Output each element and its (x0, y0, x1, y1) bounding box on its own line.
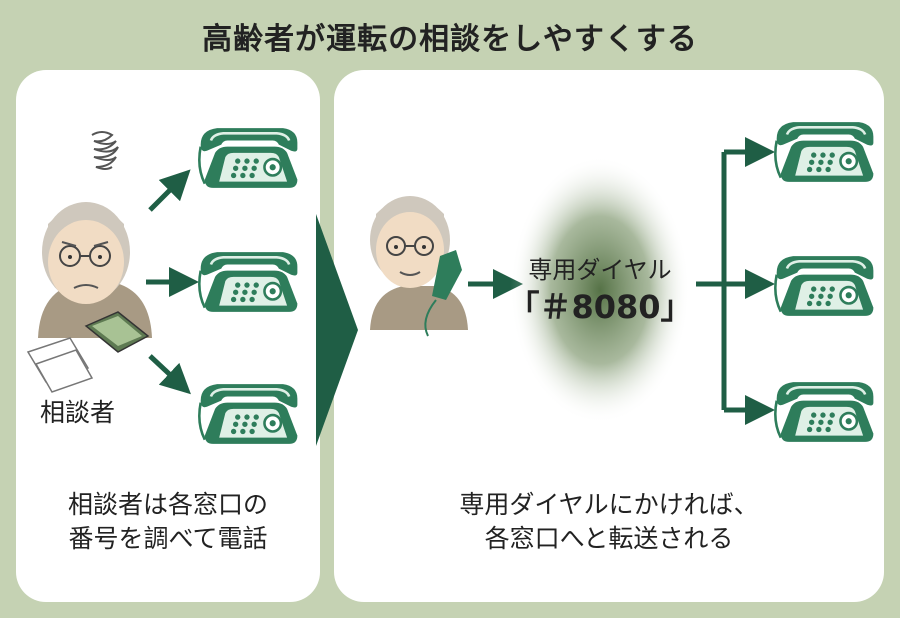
dial-number: 「＃8080」 (507, 288, 693, 326)
branch-arrows-icon (696, 137, 775, 425)
consultant-label: 相談者 (40, 398, 116, 427)
telephone-icon (774, 254, 875, 318)
right-caption-line: 各窓口へと転送される (484, 524, 734, 553)
left-caption-line: 番号を調べて電話 (68, 524, 268, 553)
telephone-icon (774, 120, 875, 184)
elderly-person-icon (38, 202, 152, 338)
worried-swirl-icon (91, 131, 119, 170)
diagram-title: 高齢者が運転の相談をしやすくする (202, 22, 698, 57)
left-caption-line: 相談者は各窓口の (67, 490, 268, 519)
transition-arrow-icon (316, 214, 358, 446)
arrow-icon (146, 169, 199, 395)
elderly-person-icon (370, 196, 468, 337)
right-caption-line: 専用ダイヤルにかければ、 (459, 490, 759, 519)
left-caption: 相談者は各窓口の 番号を調べて電話 (16, 488, 320, 556)
booklet-icon (84, 311, 150, 353)
telephone-icon (198, 382, 299, 446)
right-caption: 専用ダイヤルにかければ、 各窓口へと転送される (334, 488, 884, 556)
dedicated-dial-label: 専用ダイヤル (528, 256, 672, 284)
dial-glow (510, 156, 690, 424)
telephone-icon (198, 250, 299, 314)
telephone-icon (774, 380, 875, 444)
telephone-icon (198, 126, 299, 190)
papers-icon (26, 337, 94, 393)
